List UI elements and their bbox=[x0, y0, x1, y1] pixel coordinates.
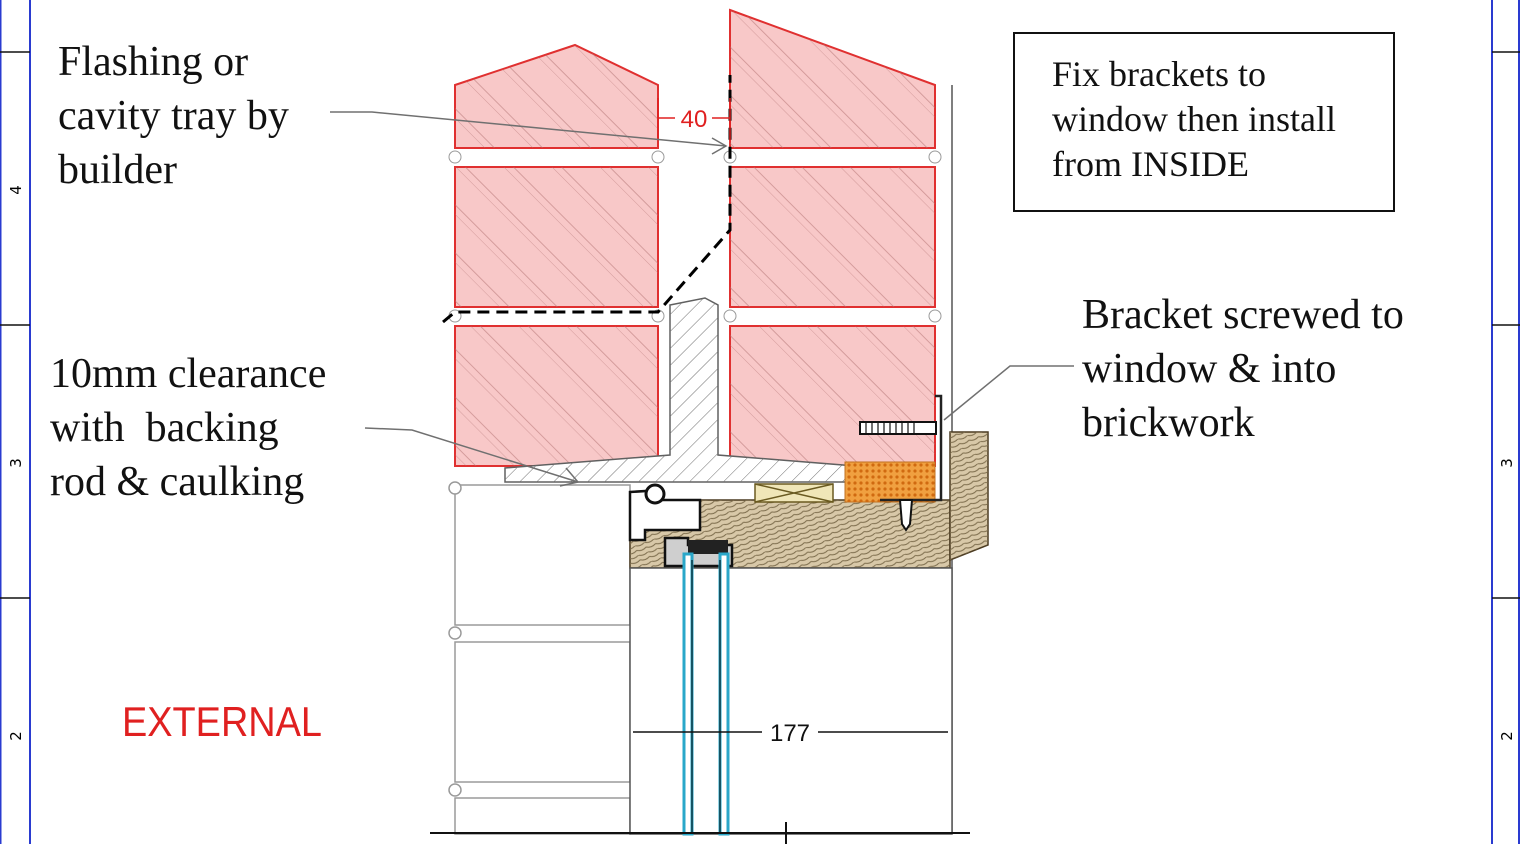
head-seal bbox=[644, 483, 666, 505]
flashing-note-line-2: cavity tray by bbox=[58, 93, 289, 139]
glass-pane-inner bbox=[718, 552, 730, 836]
bracket-screw-vertical bbox=[898, 499, 914, 532]
clearance-note-line-1: 10mm clearance bbox=[50, 351, 326, 397]
zone-ticks bbox=[0, 51, 1520, 599]
left-zone-number-2: 2 bbox=[7, 731, 25, 741]
glazing-gasket bbox=[688, 540, 728, 554]
right-zone-number-2: 2 bbox=[1498, 731, 1516, 741]
flashing-note-line-1: Flashing or bbox=[58, 39, 248, 85]
bracket-screw-horizontal bbox=[859, 421, 937, 435]
lower-brickwork bbox=[448, 481, 631, 835]
dimension-40-label: 40 bbox=[681, 106, 708, 133]
flashing-leader bbox=[330, 111, 727, 147]
cavity-tray-line bbox=[442, 75, 732, 324]
instruction-line-3: from INSIDE bbox=[1052, 144, 1249, 184]
lower-brick-2 bbox=[454, 641, 631, 783]
right-zone-number-3: 3 bbox=[1498, 458, 1516, 468]
bracket bbox=[859, 394, 943, 532]
lower-brick-3 bbox=[454, 797, 631, 835]
flashing-note-line-3: builder bbox=[58, 147, 177, 193]
bracket-note-line-2: window & into bbox=[1082, 346, 1336, 392]
clearance-note-line-3: rod & caulking bbox=[50, 459, 304, 505]
frame-lower-body bbox=[629, 567, 953, 835]
instruction-box: Fix brackets to window then install from… bbox=[1013, 32, 1395, 212]
instruction-box-border bbox=[1013, 32, 1395, 212]
bracket-note: Bracket screwed to window & into brickwo… bbox=[1082, 292, 1404, 446]
left-zone-number-3: 3 bbox=[7, 458, 25, 468]
dimension-40: 40 bbox=[657, 98, 731, 140]
clearance-note-line-2: with backing bbox=[50, 405, 279, 451]
brick-courses bbox=[448, 8, 942, 467]
lower-brick-1 bbox=[454, 484, 631, 626]
dimension-177-label: 177 bbox=[770, 720, 810, 747]
instruction-line-1: Fix brackets to bbox=[1052, 54, 1266, 94]
glass-pane-outer bbox=[682, 552, 694, 836]
dimension-177: 177 bbox=[633, 720, 948, 747]
bracket-note-line-1: Bracket screwed to bbox=[1082, 292, 1404, 338]
clearance-note: 10mm clearance with backing rod & caulki… bbox=[50, 351, 326, 505]
clearance-leader bbox=[364, 427, 579, 483]
left-zone-number-4: 4 bbox=[7, 185, 25, 195]
leader-lines bbox=[330, 111, 1074, 487]
flashing-note: Flashing or cavity tray by builder bbox=[58, 39, 289, 193]
external-label: EXTERNAL bbox=[122, 698, 322, 745]
bracket-leader bbox=[943, 365, 1074, 421]
bracket-note-line-3: brickwork bbox=[1082, 400, 1255, 446]
instruction-line-2: window then install bbox=[1052, 99, 1336, 139]
